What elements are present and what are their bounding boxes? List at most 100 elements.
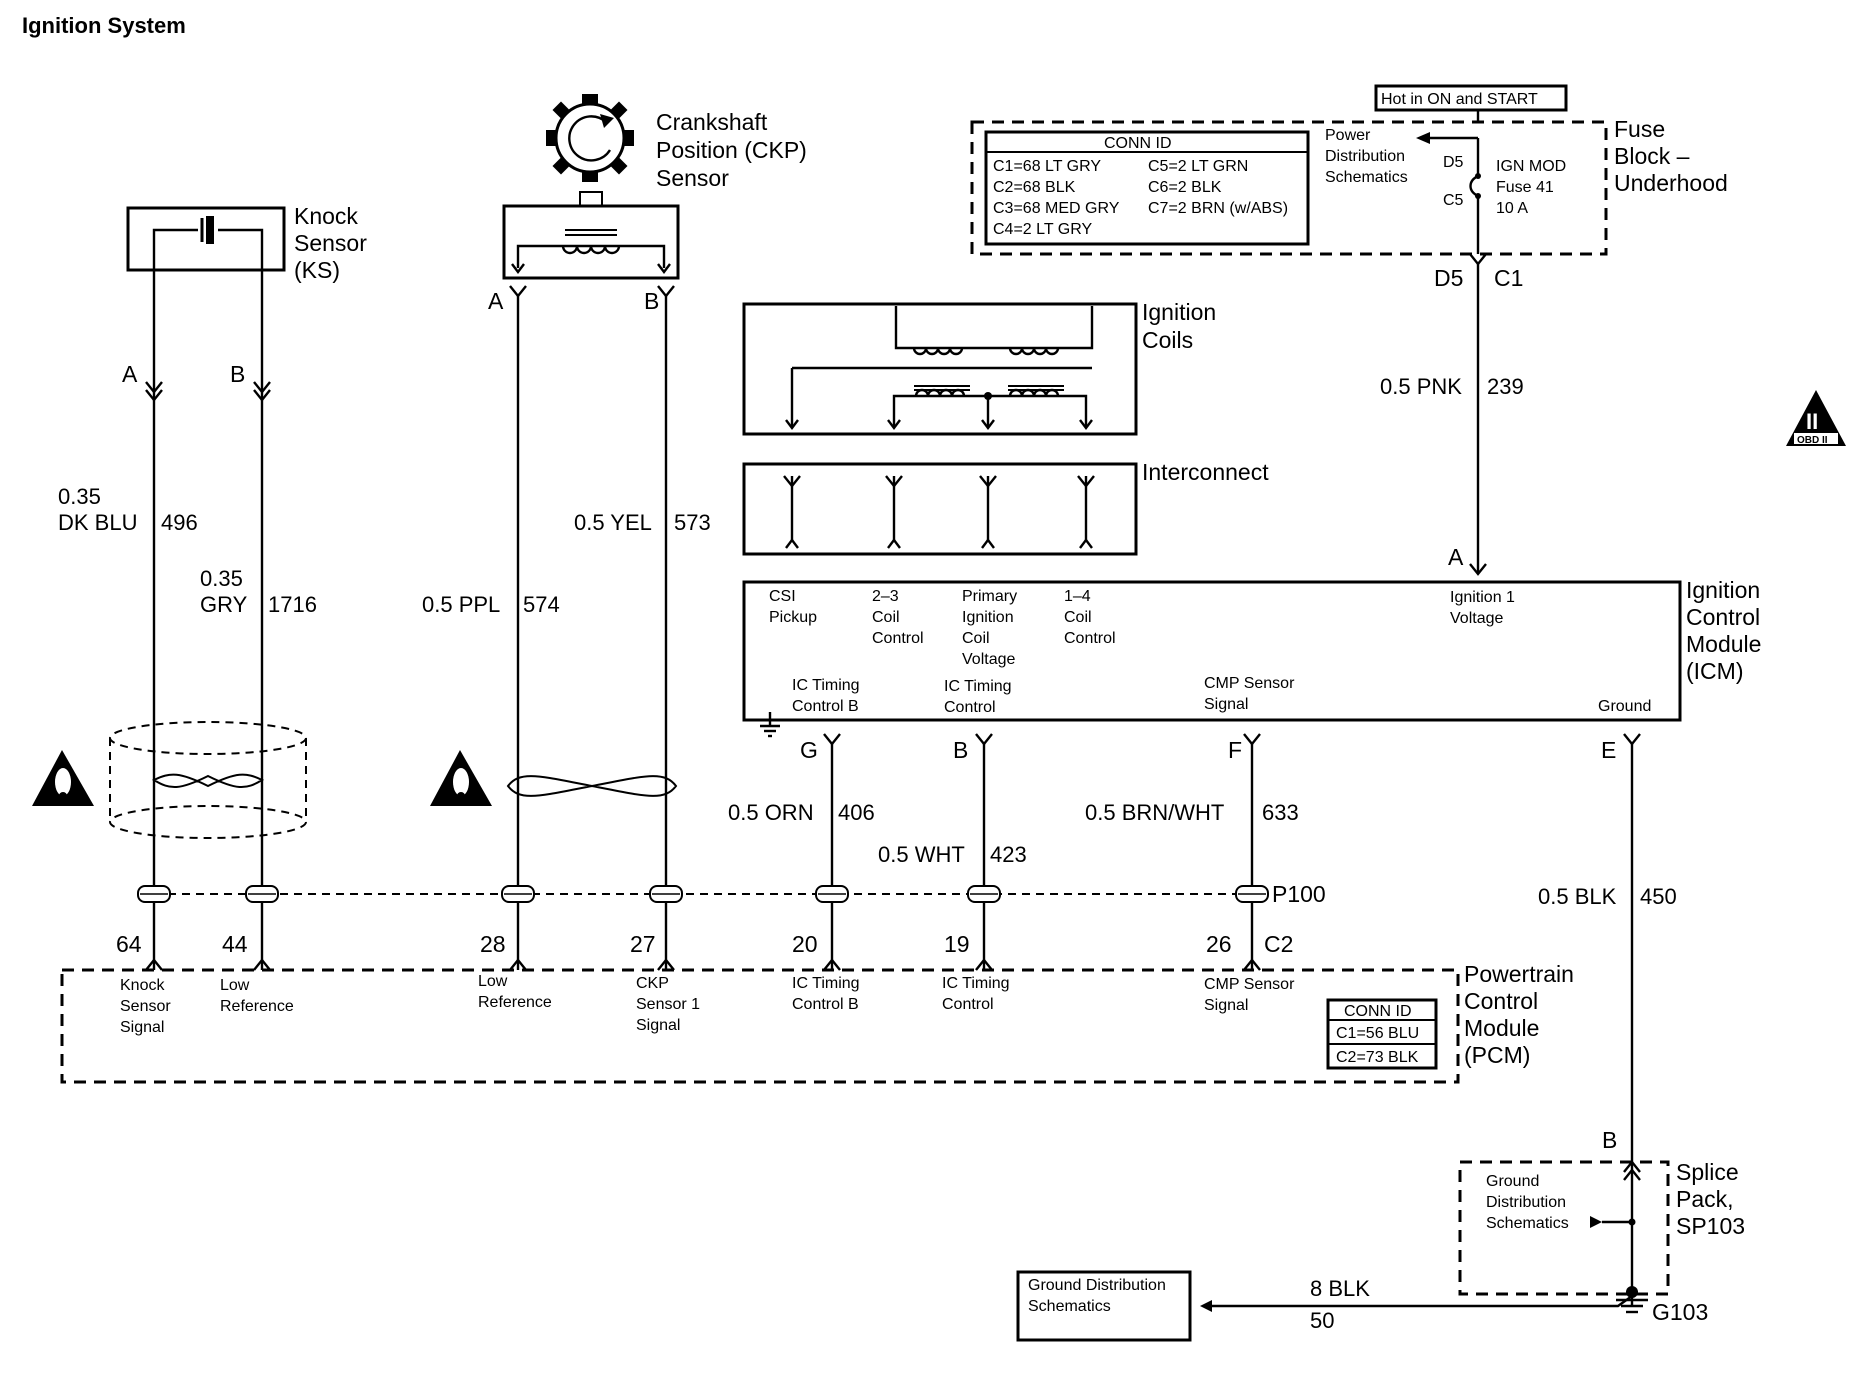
connector-icon <box>1469 253 1487 266</box>
pcm-lowref2-1: Low <box>478 973 508 990</box>
icm-pin-e: E <box>1601 737 1616 763</box>
icm-coil23-2: Coil <box>872 609 900 626</box>
splice-name1: Splice <box>1676 1159 1739 1185</box>
pcm-name2: Control <box>1464 988 1538 1014</box>
ckp-name2: Position (CKP) <box>656 137 807 163</box>
knock-sensor-box <box>126 206 286 272</box>
power-dist-line3: Schematics <box>1325 169 1408 186</box>
icm-name1: Ignition <box>1686 577 1760 603</box>
icm-primary-2: Ignition <box>962 609 1014 626</box>
icm-pin-g: G <box>800 737 818 763</box>
ignition-coils: Ignition Coils <box>742 299 1216 436</box>
ckp-sensor: Crankshaft Position (CKP) Sensor A B <box>488 94 807 314</box>
ckp-name3: Sensor <box>656 165 729 191</box>
ground-box-line1: Ground Distribution <box>1028 1277 1166 1294</box>
hot-label-box <box>1374 84 1568 112</box>
fuse-line2: Fuse 41 <box>1496 179 1554 196</box>
ground-box-line2: Schematics <box>1028 1298 1111 1315</box>
interconnect: Interconnect <box>742 459 1269 556</box>
connector-icon <box>1469 563 1487 576</box>
wire-ground-circuit: 50 <box>1310 1308 1334 1333</box>
pcm-pin-28: 28 <box>480 931 506 957</box>
p100-label: P100 <box>1272 881 1326 907</box>
fuse-block-outline <box>970 120 1608 256</box>
ckp-pin-a: A <box>488 288 504 314</box>
fuse-block: Hot in ON and START CONN ID C1=68 LT GRY… <box>970 84 1728 291</box>
icm-icb-1: IC Timing <box>792 677 860 694</box>
wire-b-circuit: 423 <box>990 842 1027 867</box>
icm-csi-2: Pickup <box>769 609 817 626</box>
fuse-bottom-conn: C1 <box>1494 265 1523 291</box>
pcm-name1: Powertrain <box>1464 961 1574 987</box>
power-dist-line1: Power <box>1325 127 1371 144</box>
splice-gd-1: Ground <box>1486 1173 1539 1190</box>
piezo-icon <box>206 216 214 244</box>
pcm-ks-1: Knock <box>120 977 165 994</box>
fuse-conn-id-table <box>984 130 1310 246</box>
pcm-ckp-3: Signal <box>636 1017 680 1034</box>
wire-fuse-label: 0.5 PNK <box>1380 374 1462 399</box>
ks-pin-b: B <box>230 361 245 387</box>
icm-coil14-3: Control <box>1064 630 1116 647</box>
icm-pin-b: B <box>953 737 968 763</box>
icm-primary-4: Voltage <box>962 651 1015 668</box>
icm-icb-2: Control B <box>792 698 859 715</box>
icm-coil23-1: 2–3 <box>872 588 899 605</box>
wire-ks-b-size: 0.35 <box>200 566 243 591</box>
pcm-conn-c2: C2 <box>1264 931 1293 957</box>
fuse-pin-c5: C5 <box>1443 192 1464 209</box>
icm-primary-3: Coil <box>962 630 990 647</box>
conn-c2: C2=68 BLK <box>993 179 1076 196</box>
pcm-conn-id-table <box>1326 998 1438 1070</box>
warning-icon <box>430 750 492 806</box>
coils-name1: Ignition <box>1142 299 1216 325</box>
twist-icon <box>151 773 265 788</box>
icm-ign1-1: Ignition 1 <box>1450 589 1515 606</box>
pcm-icb-1: IC Timing <box>792 975 860 992</box>
arrow-right-icon <box>1590 1216 1602 1228</box>
pcm-icb-2: Control B <box>792 996 859 1013</box>
pcm-ks-2: Sensor <box>120 998 171 1015</box>
icm-top-pin: A <box>1448 544 1464 570</box>
icm: CSI Pickup 2–3 Coil Control Primary Igni… <box>742 577 1761 738</box>
obd-badge-text: OBD II <box>1797 435 1828 446</box>
pcm-conn-c1: C1=56 BLU <box>1336 1025 1419 1042</box>
sensor-stem <box>579 191 603 207</box>
icm-coil14-2: Coil <box>1064 609 1092 626</box>
hot-label: Hot in ON and START <box>1381 91 1538 108</box>
icm-coil23-3: Control <box>872 630 924 647</box>
conn-c7: C7=2 BRN (w/ABS) <box>1148 200 1288 217</box>
pcm-pin-27: 27 <box>630 931 656 957</box>
fuse-block-name1: Fuse <box>1614 116 1665 142</box>
wire-blk-50 <box>1212 1295 1633 1308</box>
ks-shield <box>109 721 307 839</box>
pcm-ic-1: IC Timing <box>942 975 1010 992</box>
pcm-name4: (PCM) <box>1464 1042 1530 1068</box>
icm-ground-label: Ground <box>1598 698 1651 715</box>
pcm-conn-id-title: CONN ID <box>1344 1003 1412 1020</box>
fuse-line1: IGN MOD <box>1496 158 1566 175</box>
ground-point-label: G103 <box>1652 1299 1708 1325</box>
pcm-ckp-1: CKP <box>636 975 669 992</box>
wire-f-label: 0.5 BRN/WHT <box>1085 800 1224 825</box>
pcm-lowref2-2: Reference <box>478 994 552 1011</box>
coil-icon <box>561 245 621 255</box>
wire-ckp-a-label: 0.5 PPL <box>422 592 500 617</box>
wire-ks-a-size: 0.35 <box>58 484 101 509</box>
power-dist-line2: Distribution <box>1325 148 1405 165</box>
icm-csi-1: CSI <box>769 588 796 605</box>
wire-fuse-circuit: 239 <box>1487 374 1524 399</box>
icm-ign1-2: Voltage <box>1450 610 1503 627</box>
splice-name3: SP103 <box>1676 1213 1745 1239</box>
conn-c4: C4=2 LT GRY <box>993 221 1092 238</box>
fuse-icon <box>1469 174 1479 198</box>
wire-g-circuit: 406 <box>838 800 875 825</box>
wire-e-label: 0.5 BLK <box>1538 884 1617 909</box>
conn-c6: C6=2 BLK <box>1148 179 1222 196</box>
ckp-twist-icon <box>506 775 678 797</box>
ks-pin-a: A <box>122 361 138 387</box>
ignition-coils-box <box>742 302 1138 436</box>
pcm-ckp-2: Sensor 1 <box>636 996 700 1013</box>
pcm-outline <box>60 968 1460 1084</box>
